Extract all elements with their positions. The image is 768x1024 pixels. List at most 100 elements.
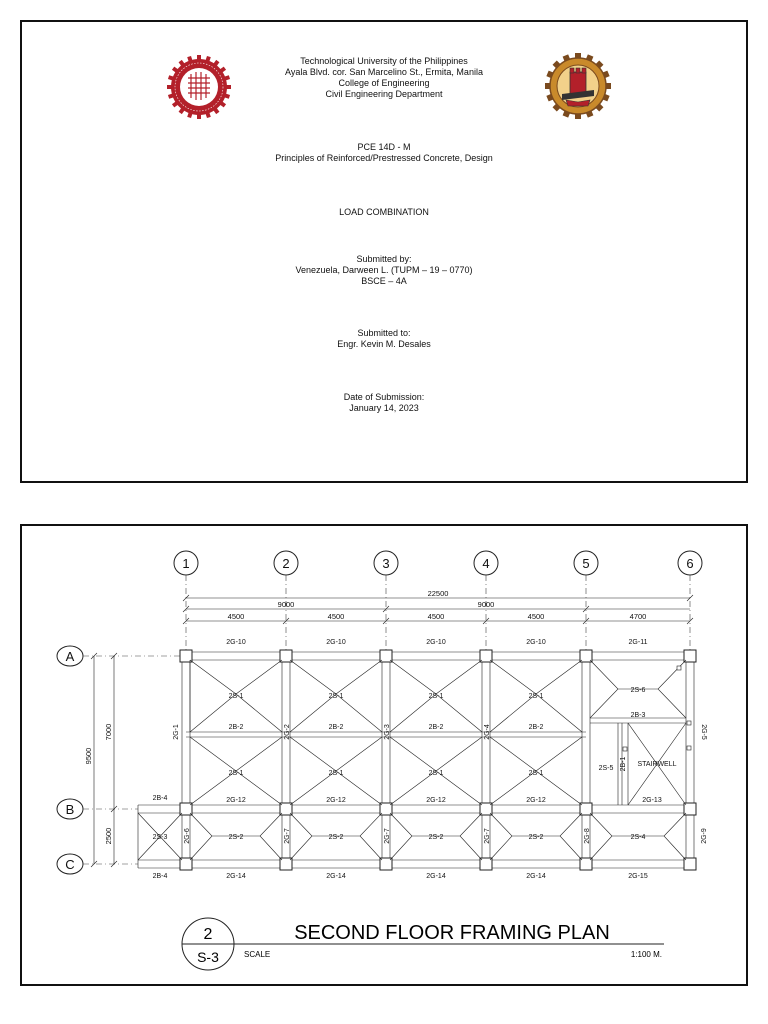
member-labels: 2G-10 2G-10 2G-10 2G-10 2G-11 2B-2 2B-2 … — [153, 639, 708, 880]
dim-vertical-total: 9500 — [84, 748, 93, 765]
instructor-name: Engr. Kevin M. Desales — [337, 339, 431, 349]
tup-seal-logo — [167, 55, 231, 119]
detail-number: 2 — [204, 926, 213, 943]
svg-text:2B-4: 2B-4 — [153, 873, 168, 880]
submission-date: January 14, 2023 — [349, 403, 419, 413]
ce-gear-seal-logo — [545, 53, 611, 119]
dim-total: 22500 — [428, 589, 449, 598]
svg-text:2S-2: 2S-2 — [529, 834, 544, 841]
svg-text:2G-10: 2G-10 — [526, 639, 546, 646]
svg-text:2S-2: 2S-2 — [229, 834, 244, 841]
svg-text:2G-3: 2G-3 — [384, 724, 391, 740]
svg-text:2G-6: 2G-6 — [184, 828, 191, 844]
svg-text:2G-10: 2G-10 — [226, 639, 246, 646]
svg-text:2G-12: 2G-12 — [426, 797, 446, 804]
svg-text:2B-2: 2B-2 — [329, 724, 344, 731]
dim-vertical-upper: 7000 — [104, 724, 113, 741]
submission-date-block: Date of Submission: January 14, 2023 — [22, 392, 746, 414]
svg-text:2B-1: 2B-1 — [620, 757, 627, 772]
student-name: Venezuela, Darween L. (TUPM – 19 – 0770) — [295, 265, 473, 275]
drawing-title-block: 2 S-3 SECOND FLOOR FRAMING PLAN SCALE 1:… — [181, 917, 664, 971]
svg-text:2B-4: 2B-4 — [153, 795, 168, 802]
svg-text:2S-6: 2S-6 — [631, 687, 646, 694]
svg-text:2G-7: 2G-7 — [384, 828, 391, 844]
svg-text:2G-12: 2G-12 — [526, 797, 546, 804]
svg-text:2G-14: 2G-14 — [226, 873, 246, 880]
svg-text:2G-10: 2G-10 — [326, 639, 346, 646]
grid-bubble-B: B — [56, 798, 84, 820]
svg-text:2S-1: 2S-1 — [529, 770, 544, 777]
svg-text:2S-1: 2S-1 — [529, 693, 544, 700]
dim-mid-2: 9000 — [478, 600, 495, 609]
svg-text:2B-2: 2B-2 — [529, 724, 544, 731]
svg-text:5: 5 — [582, 556, 589, 571]
svg-text:2G-8: 2G-8 — [584, 828, 591, 844]
framing-plan-drawing: .ln { stroke:#222; fill:none; } .thin { … — [56, 550, 708, 971]
drawing-title: SECOND FLOOR FRAMING PLAN — [294, 922, 610, 944]
svg-text:2G-12: 2G-12 — [326, 797, 346, 804]
svg-text:2G-12: 2G-12 — [226, 797, 246, 804]
svg-text:4: 4 — [482, 556, 489, 571]
course-name: Principles of Reinforced/Prestressed Con… — [275, 153, 493, 163]
submitted-to-label: Submitted to: — [357, 328, 411, 338]
svg-text:2G-14: 2G-14 — [526, 873, 546, 880]
svg-text:2G-14: 2G-14 — [326, 873, 346, 880]
dim-bay-5: 4700 — [630, 612, 647, 621]
svg-text:2G-7: 2G-7 — [284, 828, 291, 844]
dim-mid-1: 9000 — [278, 600, 295, 609]
svg-text:2S-3: 2S-3 — [153, 834, 168, 841]
svg-text:6: 6 — [686, 556, 693, 571]
scale-value: 1:100 M. — [631, 950, 662, 959]
framing-members — [137, 651, 695, 869]
svg-text:2S-1: 2S-1 — [229, 770, 244, 777]
cover-page: Technological University of the Philippi… — [20, 20, 748, 483]
grid-lines — [83, 575, 691, 865]
columns — [179, 649, 697, 871]
svg-text:1: 1 — [182, 556, 189, 571]
svg-text:2S-2: 2S-2 — [329, 834, 344, 841]
svg-text:2S-1: 2S-1 — [229, 693, 244, 700]
svg-text:2G-10: 2G-10 — [426, 639, 446, 646]
svg-text:2S-4: 2S-4 — [631, 834, 646, 841]
course-code: PCE 14D - M — [357, 142, 411, 152]
svg-text:2S-1: 2S-1 — [429, 693, 444, 700]
small-markers — [622, 665, 692, 752]
svg-text:2G-13: 2G-13 — [642, 797, 662, 804]
svg-text:B: B — [66, 802, 75, 817]
svg-text:2G-15: 2G-15 — [628, 873, 648, 880]
svg-text:2S-5: 2S-5 — [599, 765, 614, 772]
svg-text:2G-7: 2G-7 — [484, 828, 491, 844]
grid-bubble-A: A — [56, 645, 84, 667]
slab-diagonals — [137, 659, 687, 861]
institution-header: Technological University of the Philippi… — [22, 56, 746, 100]
framing-plan-page: .ln { stroke:#222; fill:none; } .thin { … — [20, 524, 748, 986]
svg-text:2G-9: 2G-9 — [701, 828, 708, 844]
svg-text:2G-5: 2G-5 — [700, 724, 707, 740]
institution-name: Technological University of the Philippi… — [300, 56, 468, 66]
svg-text:2: 2 — [282, 556, 289, 571]
submitted-by-label: Submitted by: — [356, 254, 412, 264]
svg-text:2G-2: 2G-2 — [284, 724, 291, 740]
department-name: Civil Engineering Department — [325, 89, 443, 99]
grid-bubble-3: 3 — [373, 550, 399, 576]
svg-text:2B-2: 2B-2 — [429, 724, 444, 731]
stairwell-label: STAIRWELL — [637, 761, 676, 768]
college-name: College of Engineering — [338, 78, 430, 88]
submission-date-label: Date of Submission: — [343, 392, 425, 402]
svg-text:A: A — [66, 649, 75, 664]
dim-bay-1: 4500 — [228, 612, 245, 621]
course-block: PCE 14D - M Principles of Reinforced/Pre… — [22, 142, 746, 164]
svg-text:2G-11: 2G-11 — [629, 639, 648, 646]
dim-vertical-lower: 2500 — [104, 828, 113, 845]
svg-text:2B-3: 2B-3 — [631, 712, 646, 719]
institution-address: Ayala Blvd. cor. San Marcelino St., Ermi… — [285, 67, 483, 77]
student-section: BSCE – 4A — [361, 276, 407, 286]
svg-text:2S-1: 2S-1 — [429, 770, 444, 777]
grid-bubble-5: 5 — [573, 550, 599, 576]
svg-text:2S-2: 2S-2 — [429, 834, 444, 841]
svg-text:3: 3 — [382, 556, 389, 571]
svg-text:2B-2: 2B-2 — [229, 724, 244, 731]
grid-bubble-2: 2 — [273, 550, 299, 576]
scale-label: SCALE — [244, 950, 270, 959]
grid-bubble-6: 6 — [677, 550, 703, 576]
